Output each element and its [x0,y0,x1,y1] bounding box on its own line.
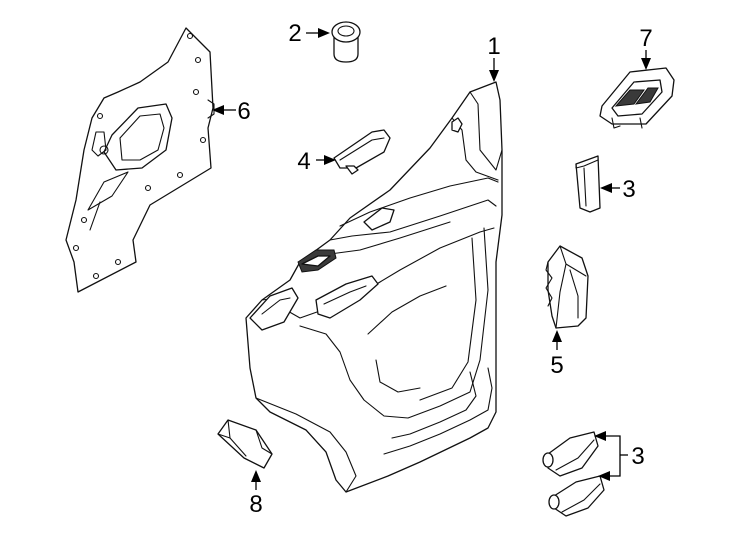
callout-7: 7 [639,25,652,52]
part-8-trim-block [217,419,273,469]
callout-3-lower: 3 [631,443,644,470]
callout-3-upper: 3 [622,176,635,203]
part-2-cap [331,21,361,63]
callout-8: 8 [249,491,262,518]
part-3-upper-trim-cover [575,155,601,213]
callout-6: 6 [237,98,250,125]
part-5-pull-cup-bracket [545,245,589,329]
callout-leaders [212,28,651,490]
part-3-lower-clip-covers [542,431,605,517]
part-6-inner-bracket [65,27,215,293]
part-4-switch-bezel [333,129,391,175]
callout-labels: 1 2 3 3 4 5 6 7 8 [237,20,652,518]
callout-4: 4 [297,148,310,175]
callout-2: 2 [288,20,301,47]
callout-1: 1 [487,33,500,60]
part-1-door-trim-panel [245,81,503,493]
part-7-handle-bezel [599,67,675,129]
callout-5: 5 [550,352,563,379]
